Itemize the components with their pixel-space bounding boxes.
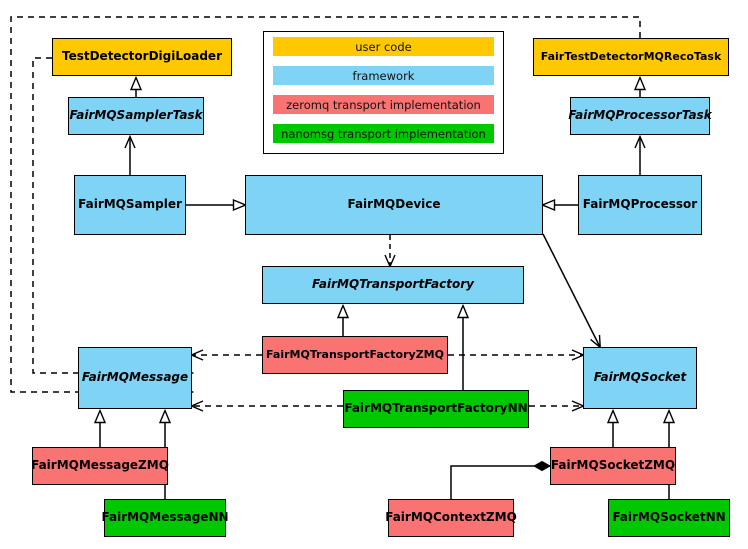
class-node-fairmqsocketzmq[interactable]: FairMQSocketZMQ [550,447,676,485]
class-node-label: FairMQTransportFactory [312,277,474,292]
class-node-label: FairTestDetectorMQRecoTask [540,49,722,63]
class-node-label: FairMQSocket [593,370,687,385]
class-node-fairmqmessage[interactable]: FairMQMessage [78,347,192,409]
class-node-label: FairMQProcessorTask [568,108,712,123]
class-node-label: FairMQMessage [81,370,189,385]
class-node-label: FairMQTransportFactoryZMQ [266,347,444,361]
class-node-fairmqtransportfactorynn[interactable]: FairMQTransportFactoryNN [343,390,529,428]
legend-item-zeromq: zeromq transport implementation [273,95,494,114]
class-node-fairmqsamplertask[interactable]: FairMQSamplerTask [68,97,204,135]
class-node-fairmqtransportfactory[interactable]: FairMQTransportFactory [262,266,524,304]
class-node-label: FairMQSampler [78,197,182,212]
class-node-label: FairMQTransportFactoryNN [344,401,528,416]
class-node-label: FairMQContextZMQ [385,510,517,525]
class-node-fairmqmessagenn[interactable]: FairMQMessageNN [101,499,229,537]
class-node-fairmqtransportfactoryzmq[interactable]: FairMQTransportFactoryZMQ [262,336,448,374]
class-node-label: FairMQSamplerTask [69,108,203,123]
class-node-label: FairMQSocketNN [612,510,726,525]
edge-recotask-message [10,16,641,392]
class-node-fairmqcontextzmq[interactable]: FairMQContextZMQ [385,499,517,537]
class-node-label: FairMQSocketZMQ [550,458,676,473]
legend-item-framework: framework [273,66,494,85]
class-node-label: FairMQMessageNN [101,510,229,525]
class-node-label: FairMQProcessor [582,197,698,212]
class-node-label: TestDetectorDigiLoader [61,49,222,64]
legend-label-nanomsg: nanomsg transport implementation [281,126,486,141]
class-node-fairmqmessagezmq[interactable]: FairMQMessageZMQ [31,447,169,485]
class-node-fairmqprocessor[interactable]: FairMQProcessor [578,175,702,235]
edge-device-socket [542,233,600,347]
class-node-fairmqprocessortask[interactable]: FairMQProcessorTask [568,97,712,135]
class-node-fairmqsocketnn[interactable]: FairMQSocketNN [608,499,730,537]
class-node-fairtestdetectormqrecotask[interactable]: FairTestDetectorMQRecoTask [533,38,729,76]
legend-label-framework: framework [352,68,415,83]
class-node-label: FairMQMessageZMQ [31,458,169,473]
class-node-fairmqsocket[interactable]: FairMQSocket [583,347,697,409]
class-node-fairmqdevice[interactable]: FairMQDevice [245,175,543,235]
legend-label-user-code: user code [355,39,412,54]
edge-digiloader-message [32,57,192,373]
class-node-fairmqsampler[interactable]: FairMQSampler [74,175,186,235]
class-node-label: FairMQDevice [347,197,441,212]
edge-socketzmq-contextzmq [450,460,552,499]
class-node-testdetectordigiloader[interactable]: TestDetectorDigiLoader [52,38,232,76]
legend-item-user-code: user code [273,37,494,56]
legend-label-zeromq: zeromq transport implementation [286,97,481,112]
legend-item-nanomsg: nanomsg transport implementation [273,124,494,143]
